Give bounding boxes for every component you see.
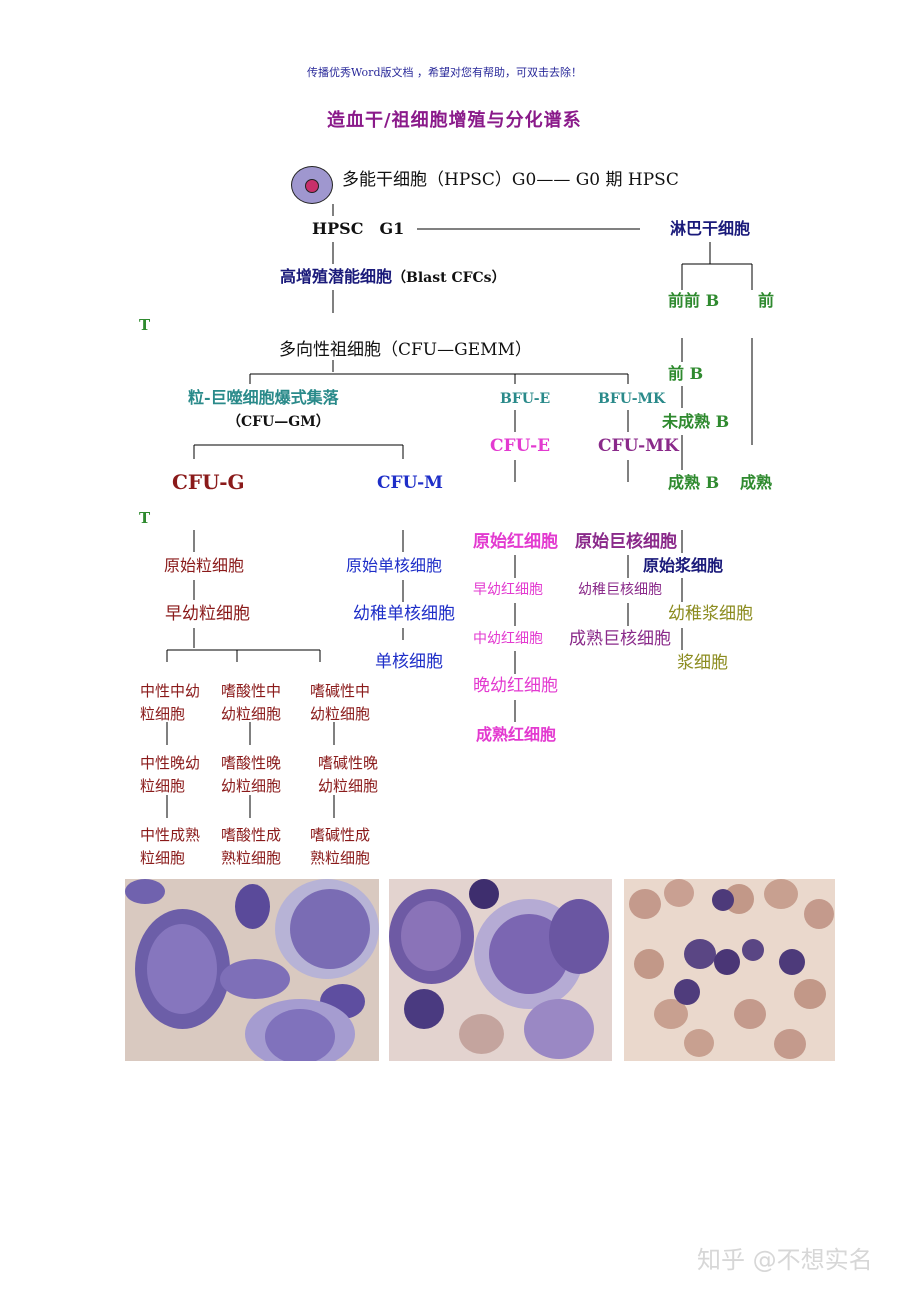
eosino-myelocyte-l2: 幼粒细胞 [221,705,282,723]
eosino-mature-l1: 嗜酸性成 [221,826,282,844]
intermediate-erythroblast-label: 中幼红细胞 [473,631,543,647]
neutro-metamyelocyte-l1: 中性晚幼 [140,754,201,772]
monocyte-label: 单核细胞 [375,652,443,672]
baso-mature-l2: 熟粒细胞 [310,849,371,867]
eosino-metamyelocyte-l1: 嗜酸性晚 [221,754,282,772]
proplasmacyte-label: 幼稚浆细胞 [668,604,753,624]
neutro-mature-label: 中性成熟 粒细胞 [140,824,200,870]
myeloblast-label: 原始粒细胞 [164,556,245,575]
micrograph-right [624,879,835,1061]
neutro-mature-l1: 中性成熟 [140,826,201,844]
baso-metamyelocyte-label: 嗜碱性晚 幼粒细胞 [318,752,378,798]
neutro-mature-l2: 粒细胞 [140,849,186,867]
promegakaryocyte-label: 幼稚巨核细胞 [578,582,662,598]
lymphoid-stem-label: 淋巴干细胞 [670,219,751,238]
eosino-myelocyte-label: 嗜酸性中 幼粒细胞 [221,680,281,726]
proerythroblast-label: 原始红细胞 [473,532,558,552]
hpsc-g0-label: 多能干细胞（HPSC）G0—— G0 期 HPSC [342,170,679,190]
baso-metamyelocyte-l2: 幼粒细胞 [318,777,379,795]
pre-t-label: 前 [758,291,775,310]
baso-myelocyte-l2: 幼粒细胞 [310,705,371,723]
t-marker-upper: T [139,316,151,334]
mature-b-label: 成熟 B [668,473,720,492]
bfu-e-label: BFU-E [500,391,551,407]
blast-cfc-label: 高增殖潜能细胞（Blast CFCs） [280,267,506,286]
neutro-metamyelocyte-l2: 粒细胞 [140,777,186,795]
early-erythroblast-label: 早幼红细胞 [473,582,543,598]
immature-b-label: 未成熟 B [662,412,730,431]
stem-cell-icon [291,166,333,204]
cfu-m-label: CFU-M [377,473,443,493]
bfu-mk-label: BFU-MK [598,391,666,407]
neutro-myelocyte-l2: 粒细胞 [140,705,186,723]
plasma-cell-label: 浆细胞 [677,653,728,673]
monoblast-label: 原始单核细胞 [346,556,443,575]
baso-myelocyte-label: 嗜碱性中 幼粒细胞 [310,680,370,726]
baso-mature-l1: 嗜碱性成 [310,826,371,844]
eosino-mature-label: 嗜酸性成 熟粒细胞 [221,824,281,870]
eosino-mature-l2: 熟粒细胞 [221,849,282,867]
baso-metamyelocyte-l1: 嗜碱性晚 [318,754,379,772]
hpsc-g1-label: HPSC G1 [312,219,405,238]
cfu-gemm-label: 多向性祖细胞（CFU—GEMM） [279,340,532,360]
zhihu-watermark: 知乎 @不想实名 [697,1246,873,1274]
mature-erythrocyte-label: 成熟红细胞 [476,725,557,744]
pre-pre-b-label: 前前 B [668,291,720,310]
micrograph-left [125,879,379,1061]
eosino-metamyelocyte-l2: 幼粒细胞 [221,777,282,795]
promyelocyte-label: 早幼粒细胞 [165,604,250,624]
baso-myelocyte-l1: 嗜碱性中 [310,682,371,700]
megakaryoblast-label: 原始巨核细胞 [575,532,677,552]
header-note: 传播优秀Word版文档 ，希望对您有帮助，可双击去除！ [307,66,582,79]
cfu-mk-label: CFU-MK [598,436,679,456]
mature-megakaryocyte-label: 成熟巨核细胞 [569,629,671,649]
mature-t-label: 成熟 [740,473,773,492]
eosino-myelocyte-l1: 嗜酸性中 [221,682,282,700]
cfu-g-label: CFU-G [172,470,245,494]
late-erythroblast-label: 晚幼红细胞 [473,676,558,696]
page-title: 造血干/祖细胞增殖与分化谱系 [327,110,582,131]
cfu-e-label: CFU-E [490,436,551,456]
blast-cfc-en: （Blast CFCs） [392,270,506,286]
neutro-metamyelocyte-label: 中性晚幼 粒细胞 [140,752,200,798]
plasmablast-label: 原始浆细胞 [643,556,724,575]
baso-mature-label: 嗜碱性成 熟粒细胞 [310,824,370,870]
pre-b-label: 前 B [668,364,704,383]
blast-cfc-cn: 高增殖潜能细胞 [280,267,393,286]
promonocyte-label: 幼稚单核细胞 [353,604,455,624]
cfu-gm-burst-label: 粒-巨噬细胞爆式集落 [188,388,339,407]
neutro-myelocyte-label: 中性中幼 粒细胞 [140,680,200,726]
t-marker-lower: T [139,509,151,527]
micrograph-middle [389,879,612,1061]
neutro-myelocyte-l1: 中性中幼 [140,682,201,700]
cfu-gm-label: （CFU—GM） [227,414,330,430]
eosino-metamyelocyte-label: 嗜酸性晚 幼粒细胞 [221,752,281,798]
